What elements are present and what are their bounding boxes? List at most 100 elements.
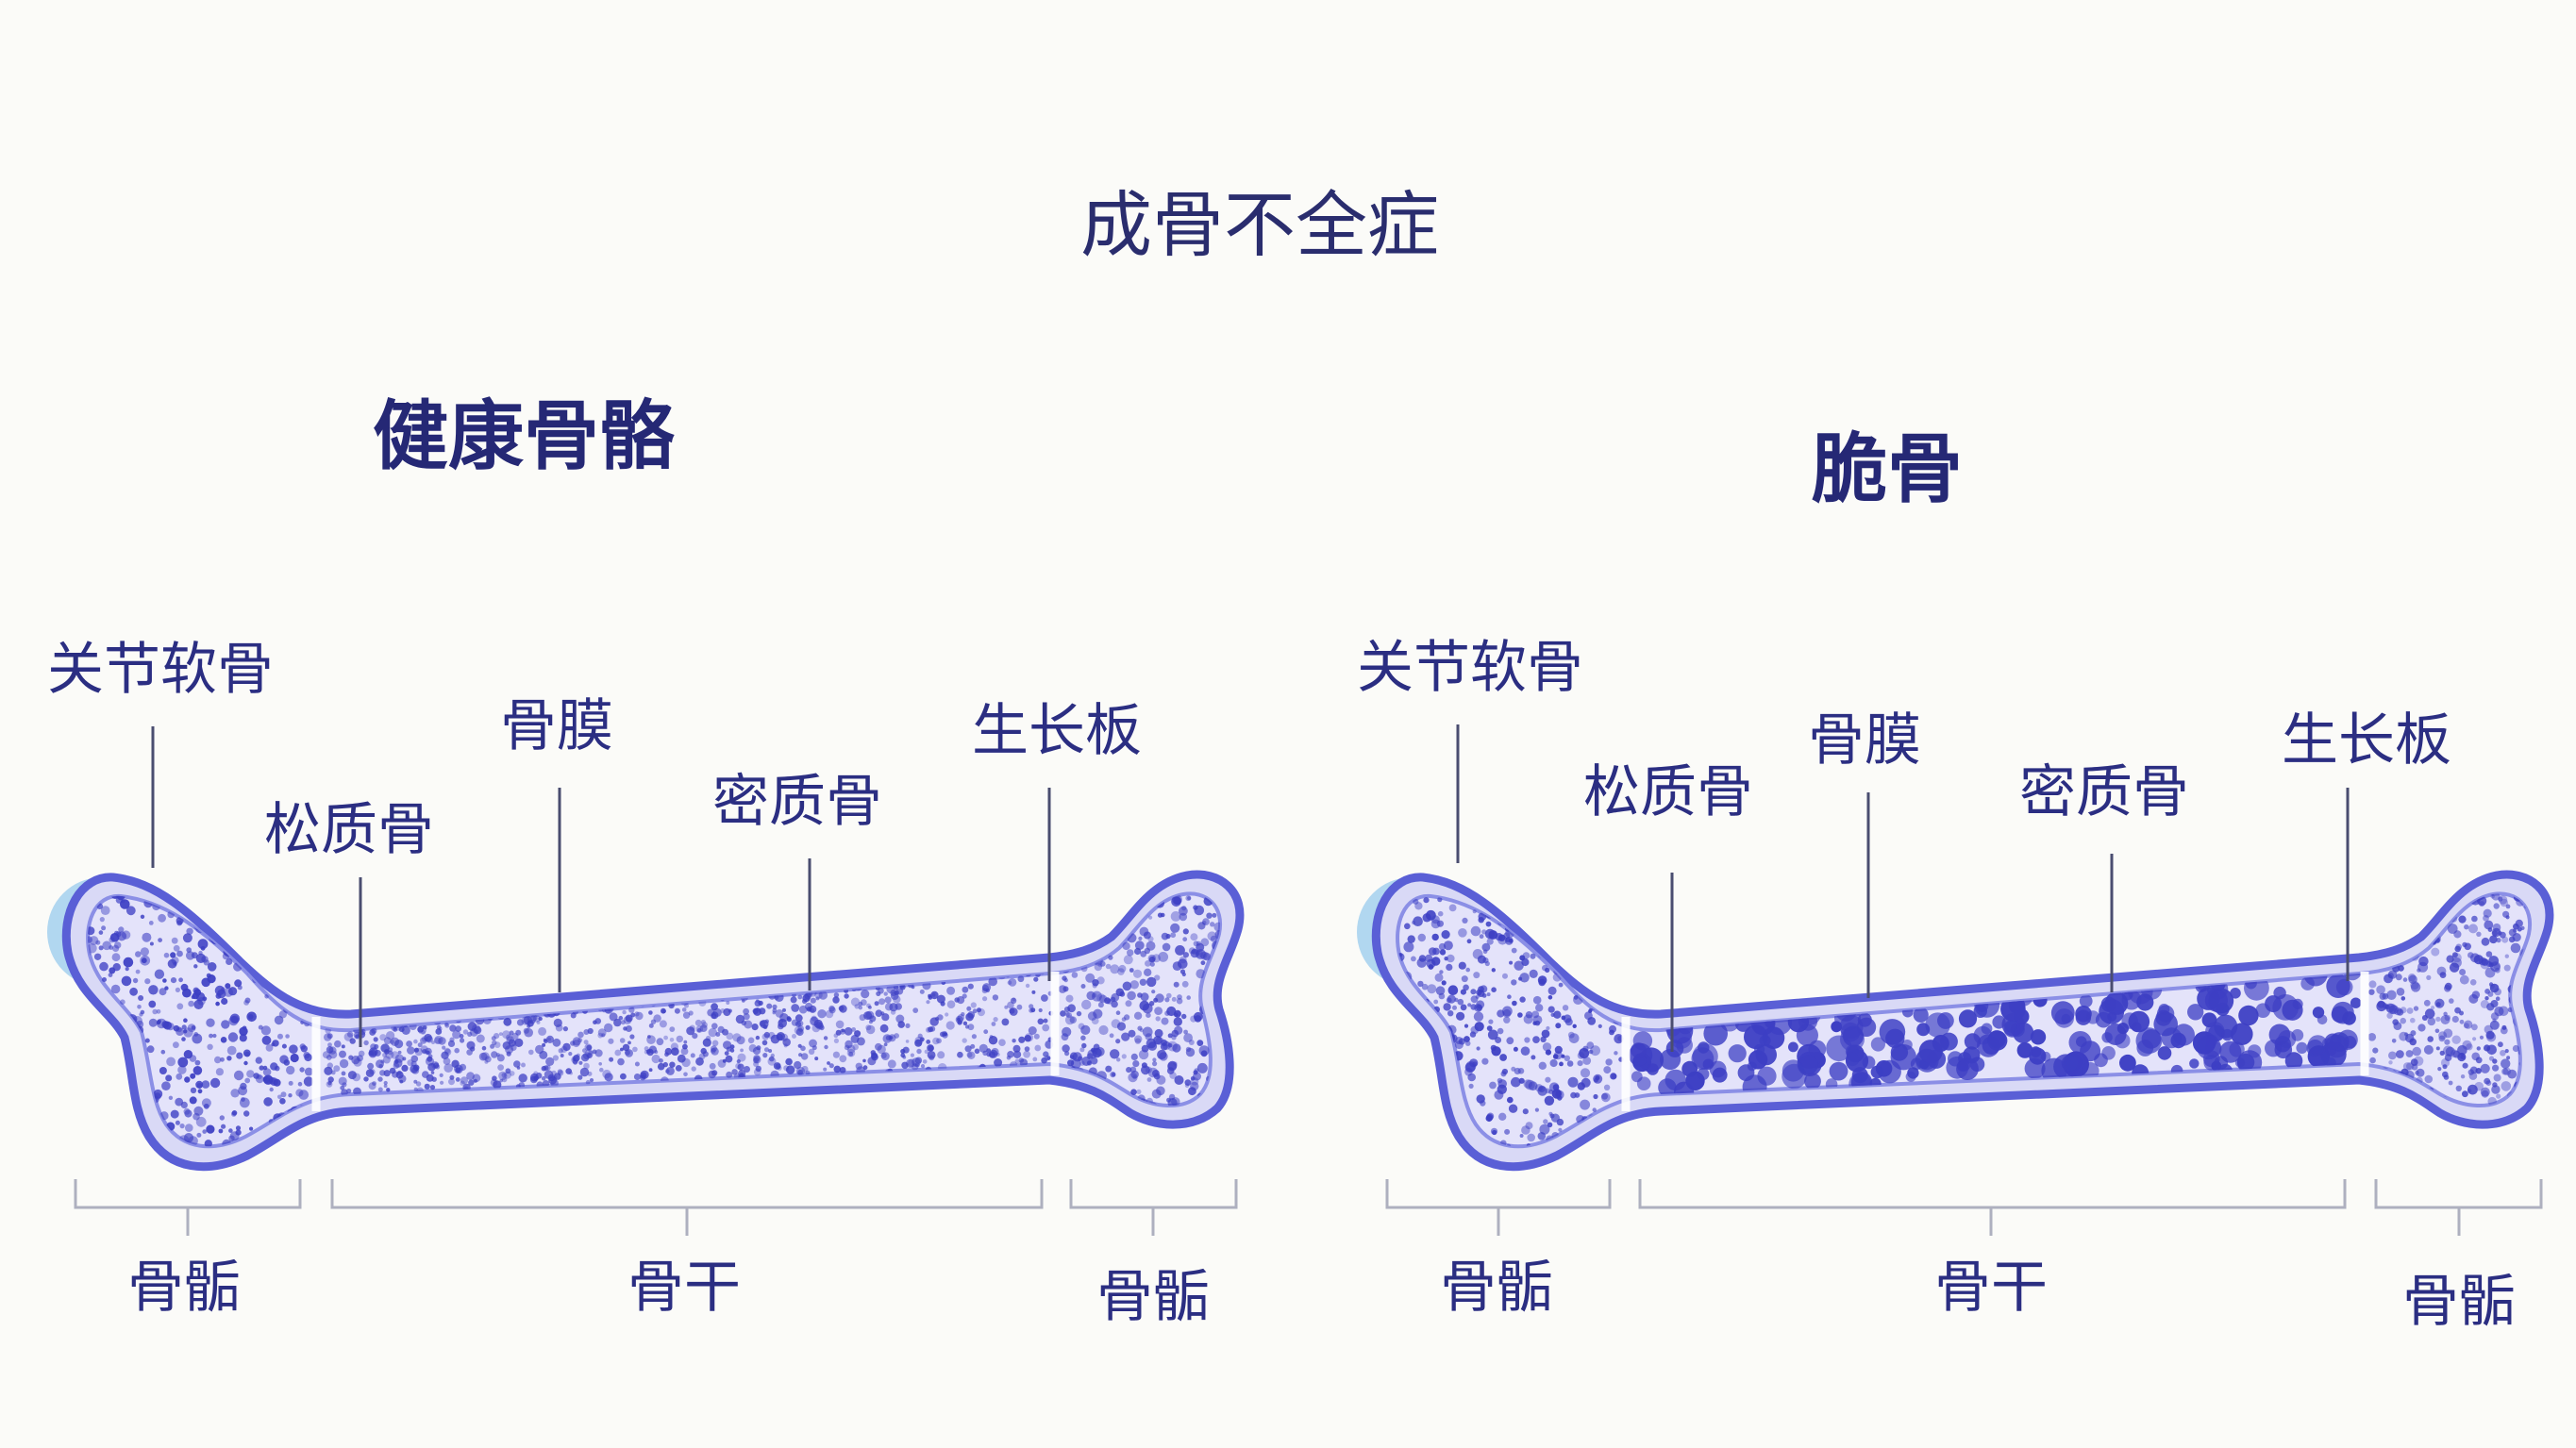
marrow-dot — [1106, 900, 1111, 905]
marrow-dot — [449, 1037, 455, 1042]
marrow-dot — [670, 1042, 679, 1051]
marrow-dot — [669, 1061, 676, 1068]
marrow-dot — [711, 1045, 717, 1052]
marrow-dot — [226, 1045, 237, 1056]
marrow-dot — [265, 1044, 274, 1052]
marrow-dot — [905, 1023, 911, 1028]
marrow-dot — [448, 1078, 455, 1086]
marrow-dot — [518, 1074, 527, 1083]
marrow-dot — [290, 1053, 299, 1063]
marrow-dot — [2404, 908, 2416, 920]
bracket-epiphysis-right — [2374, 1179, 2543, 1236]
marrow-dot — [1059, 893, 1069, 901]
marrow-dot — [341, 1089, 348, 1096]
marrow-dot — [1557, 1095, 1563, 1101]
marrow-dot — [609, 1012, 618, 1022]
marrow-dot — [2501, 1081, 2512, 1091]
marrow-dot — [1119, 990, 1126, 997]
marrow-dot — [962, 986, 969, 993]
marrow-dot — [2268, 1024, 2291, 1046]
marrow-dot — [862, 1058, 866, 1063]
marrow-dot — [2490, 894, 2495, 899]
marrow-dot — [751, 1024, 759, 1031]
marrow-dot — [484, 1059, 489, 1064]
marrow-dot — [279, 1098, 286, 1105]
marrow-dot — [2236, 1053, 2255, 1072]
marrow-dot — [2413, 912, 2418, 918]
marrow-dot — [1079, 1060, 1085, 1066]
marrow-dot — [1596, 948, 1603, 956]
marrow-dot — [744, 1066, 750, 1073]
marrow-dot — [2080, 1040, 2101, 1062]
marrow-dot — [207, 919, 212, 924]
marrow-dot — [1067, 1107, 1076, 1116]
marrow-dot — [578, 1060, 583, 1065]
marrow-dot — [1486, 992, 1491, 997]
marrow-dot — [881, 1052, 890, 1060]
marrow-dot — [135, 951, 142, 957]
marrow-dot — [192, 893, 197, 897]
marrow-dot — [1528, 925, 1539, 937]
marrow-dot — [109, 1121, 116, 1127]
marrow-dot — [243, 1110, 250, 1117]
marrow-dot — [1109, 1033, 1114, 1039]
marrow-dot — [259, 893, 270, 900]
marrow-dot — [503, 1017, 512, 1026]
marrow-dot — [724, 1051, 729, 1056]
marrow-dot — [205, 895, 210, 901]
marrow-dot — [725, 1055, 733, 1063]
marrow-dot — [1437, 910, 1444, 917]
marrow-dot — [1937, 1012, 1954, 1029]
marrow-dot — [1213, 922, 1221, 932]
marrow-dot — [1397, 1027, 1401, 1039]
marrow-dot — [2407, 906, 2413, 911]
marrow-dot — [1397, 1014, 1400, 1022]
marrow-dot — [657, 1062, 665, 1071]
marrow-dot — [737, 1063, 744, 1071]
marrow-dot — [167, 958, 177, 969]
marrow-dot — [2392, 1019, 2399, 1025]
marrow-dot — [865, 1024, 872, 1031]
marrow-dot — [776, 1033, 783, 1040]
marrow-dot — [614, 1049, 622, 1057]
marrow-dot — [1129, 968, 1134, 973]
marrow-dot — [1076, 940, 1080, 944]
marrow-dot — [2501, 1058, 2511, 1069]
marrow-dot — [2265, 995, 2283, 1013]
marrow-dot — [2386, 1102, 2395, 1111]
marrow-dot — [1439, 949, 1447, 956]
marrow-dot — [201, 956, 209, 963]
marrow-dot — [584, 1043, 593, 1052]
marrow-dot — [285, 1034, 290, 1039]
marrow-dot — [184, 1109, 192, 1118]
marrow-dot — [783, 1065, 790, 1072]
marrow-dot — [1414, 1069, 1424, 1079]
marrow-dot — [1443, 1003, 1451, 1011]
marrow-dot — [444, 1048, 452, 1056]
marrow-dot — [473, 1025, 482, 1035]
marrow-dot — [1561, 924, 1566, 929]
marrow-dot — [353, 1057, 362, 1067]
marrow-dot — [1605, 1058, 1613, 1066]
marrow-dot — [1087, 1011, 1097, 1021]
marrow-dot — [2492, 1064, 2500, 1072]
marrow-dot — [502, 1030, 511, 1040]
marrow-dot — [1462, 917, 1468, 924]
marrow-dot — [244, 997, 251, 1004]
marrow-dot — [196, 1083, 203, 1089]
marrow-dot — [647, 1035, 651, 1039]
marrow-dot — [844, 1026, 853, 1036]
marrow-dot — [738, 1069, 746, 1078]
marrow-dot — [1566, 1060, 1574, 1067]
marrow-dot — [801, 1053, 809, 1060]
marrow-dot — [1029, 1007, 1033, 1013]
marrow-dot — [283, 896, 290, 902]
marrow-dot — [449, 1074, 455, 1080]
marrow-dot — [255, 962, 259, 967]
marrow-dot — [839, 1055, 847, 1063]
marrow-dot — [149, 941, 154, 946]
marrow-dot — [991, 1022, 996, 1026]
marrow-dot — [989, 1049, 998, 1058]
marrow-dot — [2410, 1103, 2417, 1110]
marrow-dot — [1593, 1074, 1603, 1084]
